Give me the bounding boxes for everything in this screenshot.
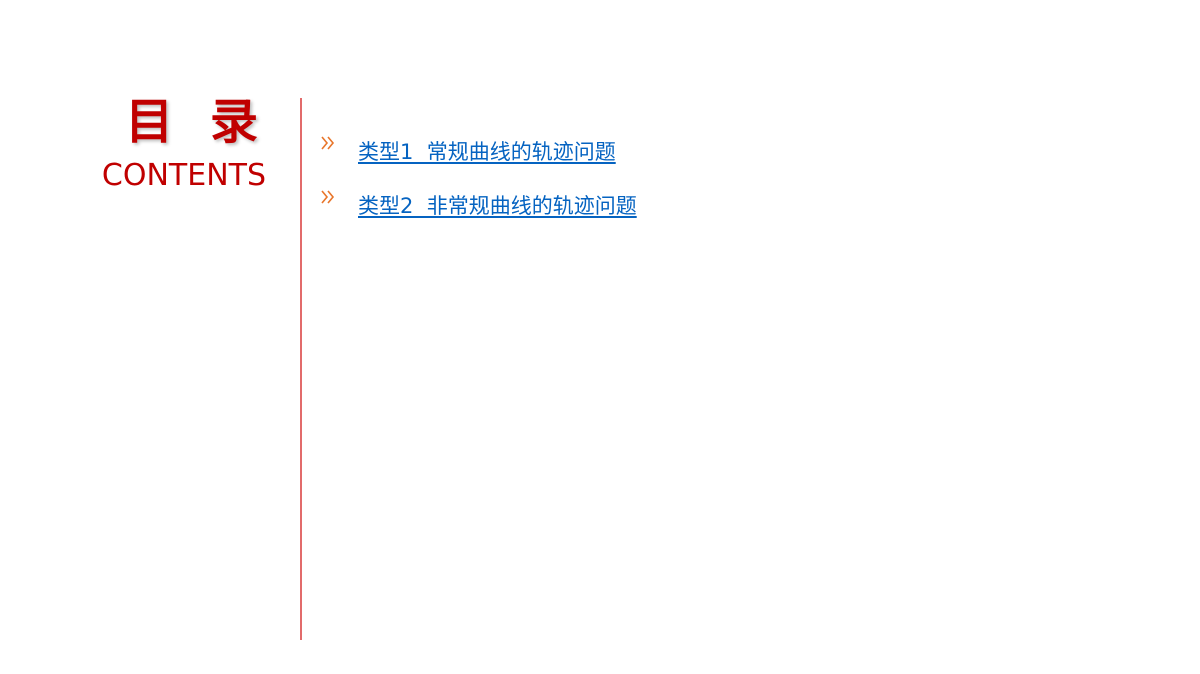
vertical-divider (300, 98, 302, 640)
page-title: 目 录 (125, 94, 268, 150)
toc-link-1[interactable]: 类型1 常规曲线的轨迹问题 (358, 140, 616, 164)
toc-item-1: 类型1 常规曲线的轨迹问题 (318, 136, 616, 166)
double-chevron-right-icon (318, 136, 358, 166)
toc-item-2: 类型2 非常规曲线的轨迹问题 (318, 190, 637, 220)
page-subtitle: CONTENTS (101, 158, 266, 193)
toc-link-2[interactable]: 类型2 非常规曲线的轨迹问题 (358, 194, 637, 218)
double-chevron-right-icon (318, 190, 358, 220)
